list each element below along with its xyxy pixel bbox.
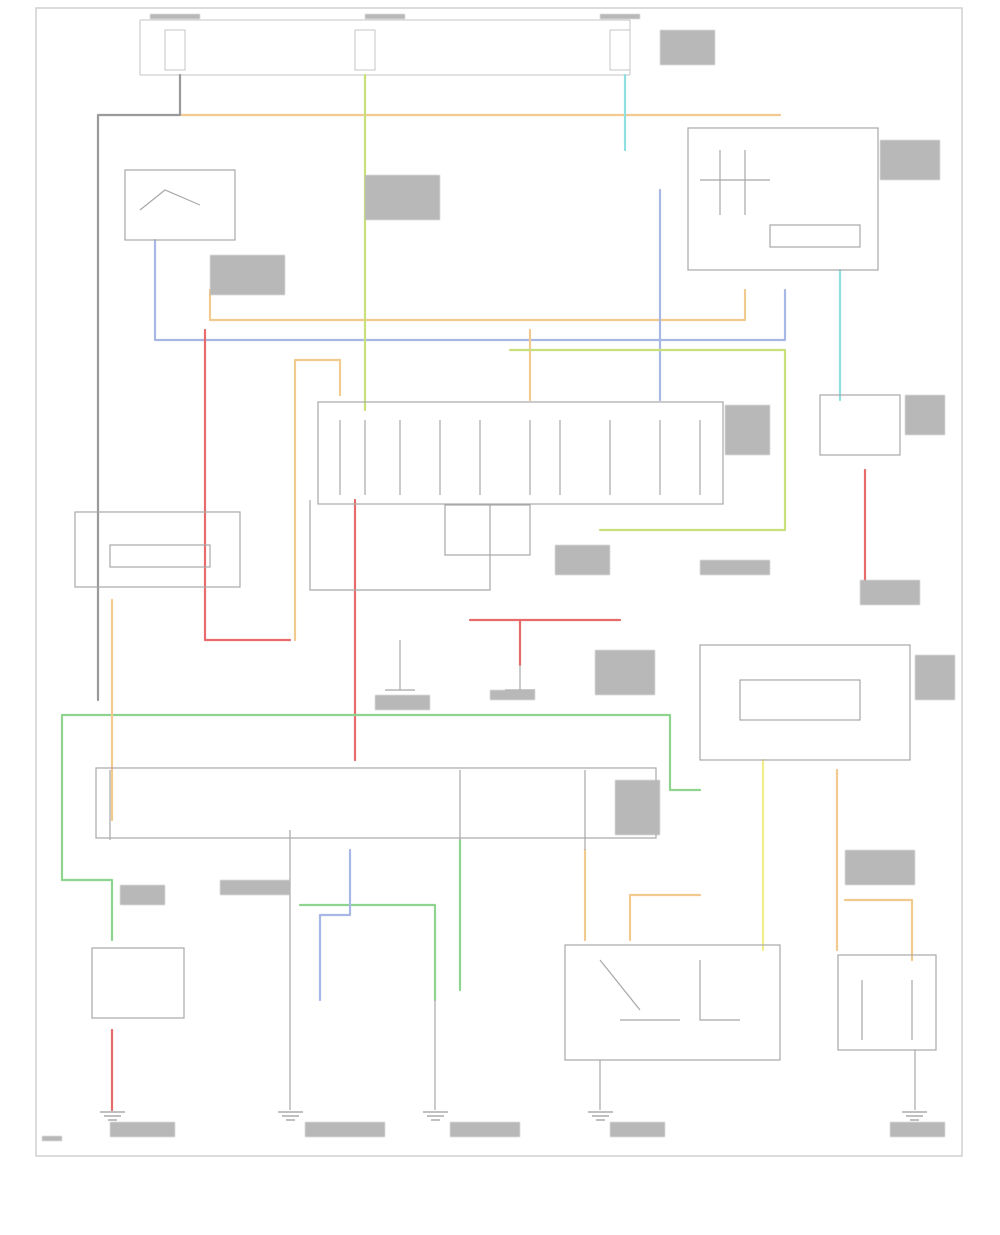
wire-gray-left-riser xyxy=(96,73,182,702)
label-block xyxy=(615,780,660,835)
fuse-block xyxy=(139,19,631,76)
wire-blue-lower xyxy=(318,848,352,1002)
label-block xyxy=(110,1122,175,1137)
ground-symbol-5 xyxy=(902,1111,927,1121)
label-block xyxy=(660,30,715,65)
wire-green-loop xyxy=(60,713,702,882)
wire-yellowgreen-right xyxy=(508,348,787,532)
label-block xyxy=(610,1122,665,1137)
module-right-upper xyxy=(819,394,901,456)
ground-symbol-1 xyxy=(100,1111,125,1121)
label-block xyxy=(915,655,955,700)
label-block xyxy=(305,1122,385,1137)
switch-box-upper-left xyxy=(124,169,236,241)
wire-orange-lower-right-box xyxy=(843,898,914,962)
relay-box-top-right xyxy=(687,127,879,271)
label-block xyxy=(700,560,770,575)
diagram-border xyxy=(35,7,963,1157)
label-block xyxy=(490,690,535,700)
label-block xyxy=(365,14,405,19)
ground-symbol-4 xyxy=(588,1111,613,1121)
label-block xyxy=(905,395,945,435)
label-block xyxy=(450,1122,520,1137)
label-block xyxy=(725,405,770,455)
wire-orange-bus xyxy=(208,288,747,322)
wire-green-lower xyxy=(298,903,437,1002)
label-block xyxy=(555,545,610,575)
wire-green-left-drop xyxy=(60,878,114,942)
label-block xyxy=(120,885,165,905)
module-lower-right xyxy=(837,954,937,1051)
ground-symbol-3 xyxy=(423,1111,448,1121)
wire-orange-relay xyxy=(628,893,702,942)
relay-module-top-right xyxy=(769,224,861,248)
label-block xyxy=(365,175,440,220)
ground-symbol-2 xyxy=(278,1111,303,1121)
wire-orange-left xyxy=(293,358,342,642)
label-block xyxy=(880,140,940,180)
module-lower-left xyxy=(91,947,185,1019)
label-block xyxy=(595,650,655,695)
relay-box-left xyxy=(74,511,241,588)
label-block xyxy=(42,1136,62,1141)
relay-box-lower-center xyxy=(564,944,781,1061)
label-block xyxy=(845,850,915,885)
label-block xyxy=(600,14,640,19)
label-block xyxy=(210,255,285,295)
label-block xyxy=(890,1122,945,1137)
wire-blue-bus xyxy=(153,238,787,342)
main-switch-block xyxy=(317,401,724,505)
label-block xyxy=(220,880,290,895)
connector-row xyxy=(95,767,657,839)
label-block xyxy=(375,695,430,710)
label-block xyxy=(150,14,200,19)
wire-red-left xyxy=(203,328,292,642)
relay-box-right-middle xyxy=(699,644,911,761)
label-block xyxy=(860,580,920,605)
